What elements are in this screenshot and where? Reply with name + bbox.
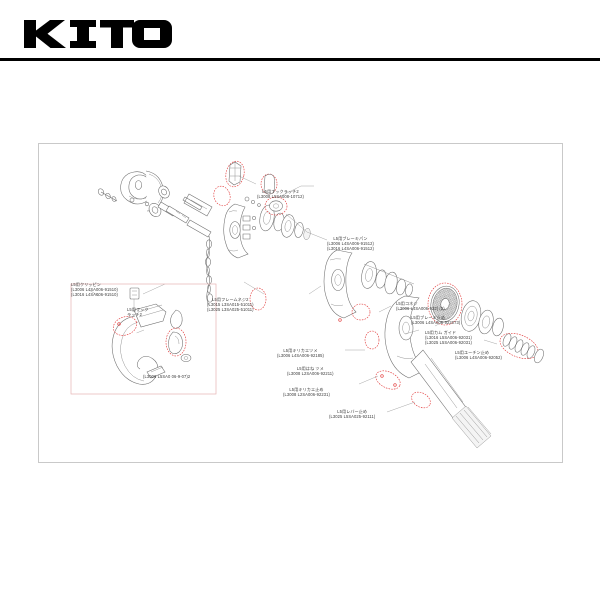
callout-frame-screw: L5用フレームネジ2 (L3015 L3SA015-51011) (L3025 … — [207, 297, 254, 312]
callout-part-number: (L3006 L4SA006-922) (2) — [396, 306, 445, 311]
hand-wheel-group — [427, 282, 544, 364]
parts-diagram: .ln { fill:none; stroke:#6b6b6b; stroke-… — [38, 143, 563, 463]
callout-part-number: (L3025 L5SA006-92031) — [425, 340, 472, 345]
callout-title: L5用レバー止め — [337, 409, 368, 414]
frame-plate-group — [223, 196, 261, 259]
callout-lever-stop: L5用レバー止め (L3025 L5SA025-92111) — [329, 409, 375, 419]
callout-part-number: (L3008 L5SA008-10712) — [257, 194, 304, 199]
parts-diagram-drawing: .ln { fill:none; stroke:#6b6b6b; stroke-… — [70, 160, 544, 449]
callout-brake-stop: L5用ブレーキ止め (L3006 L4SA006-922073) — [411, 315, 460, 325]
main-body-group — [323, 249, 415, 319]
callout-hook-latch-2-part-number: (L3006 L5SA0 06-9-07)2 — [143, 374, 190, 379]
hook-detail-inset — [70, 283, 217, 395]
callout-subtitle: ラッチ2 — [127, 312, 142, 317]
leader-lines — [88, 175, 498, 413]
callout-title: L5用フレームネジ2 — [212, 297, 249, 302]
callout-switch-stop: L5用キリカエ止め (L3008 L2SA006-92231) — [283, 387, 330, 397]
callout-clip-pin: L5用クリッピン (L3006 L4SA006-91510) (L3016 L4… — [71, 282, 118, 297]
callout-chain-stop: L5用ユーチン止め (L3006 L4SA006-92052) — [455, 350, 502, 360]
callout-part-number: (L3016 L4SA006-91510) — [71, 292, 118, 297]
callout-spring-pawl: L5用はね ツメ (L3008 L2SA006-92211) — [287, 366, 334, 376]
callout-title: L5用ユーチン止め — [455, 350, 490, 355]
callout-part-number: (L3016 L5SA006-92031) — [425, 335, 472, 340]
callout-part-number: (L3006 L4SA006-92052) — [455, 355, 502, 360]
lever-handle-group — [384, 295, 492, 449]
callout-title: L5用はね ツメ — [296, 366, 324, 371]
load-chain — [205, 235, 213, 306]
callout-title: L5用コネジ — [396, 301, 418, 306]
callout-part-number: (L3006 L4SA006-91510) — [71, 287, 118, 292]
callout-part-number: (L3006 L4SA006-91512) — [327, 241, 374, 246]
callout-title: L5用ブレーキ止め — [411, 315, 446, 320]
gear-cluster-upper — [225, 160, 311, 240]
highlight-markers — [213, 185, 431, 409]
callout-title: L5用フックラッチ2 — [262, 189, 299, 194]
callout-title: L5用カム ガイド — [425, 330, 457, 335]
callout-title: L5用キリカエ止め — [289, 387, 324, 392]
callout-title: L5用フック — [127, 307, 149, 312]
callout-brake-pin: L5用ブレーキパン (L3006 L4SA006-91512) (L3016 L… — [327, 236, 374, 251]
callout-part-number: (L3006 L4SA006-922073) — [411, 320, 461, 325]
kito-wordmark-icon — [22, 16, 174, 52]
callout-part-number: (L3006 L5SA0 06-9-07)2 — [143, 374, 191, 379]
callout-hook-latch-2: L5用フック ラッチ2 — [127, 307, 149, 317]
callout-part-number: (L3008 L2SA006-92211) — [287, 371, 334, 376]
callout-hook-latch-1: L5用フックラッチ2 (L3008 L5SA008-10712) — [257, 189, 304, 199]
upper-shaft-group — [148, 185, 213, 238]
callout-title: L5用クリッピン — [71, 282, 101, 287]
callout-part-number: (L3006 L4SA006-92185) — [277, 353, 324, 358]
callout-part-number: (L3025 L5SA025-92111) — [329, 414, 376, 419]
top-hook-group — [97, 170, 164, 212]
callout-title: L5用ブレーキパン — [333, 236, 368, 241]
callout-part-number: (L3015 L3SA015-51011) — [207, 302, 254, 307]
callout-small-screw: L5用コネジ (L3006 L4SA006-922) (2) — [396, 301, 445, 311]
callout-part-number: (L3025 L3SA025-51011) — [207, 307, 254, 312]
callout-title: L5用キリカエツメ — [283, 348, 318, 353]
brand-header — [0, 0, 600, 66]
header-divider — [0, 58, 600, 61]
callout-cam-guide: L5用カム ガイド (L3016 L5SA006-92031) (L3025 L… — [425, 330, 472, 345]
callout-part-number: (L3008 L2SA006-92231) — [283, 392, 330, 397]
callout-switch-pawl: L5用キリカエツメ (L3006 L4SA006-92185) — [277, 348, 324, 358]
callout-part-number: (L3016 L4SA006-91512) — [327, 246, 374, 251]
